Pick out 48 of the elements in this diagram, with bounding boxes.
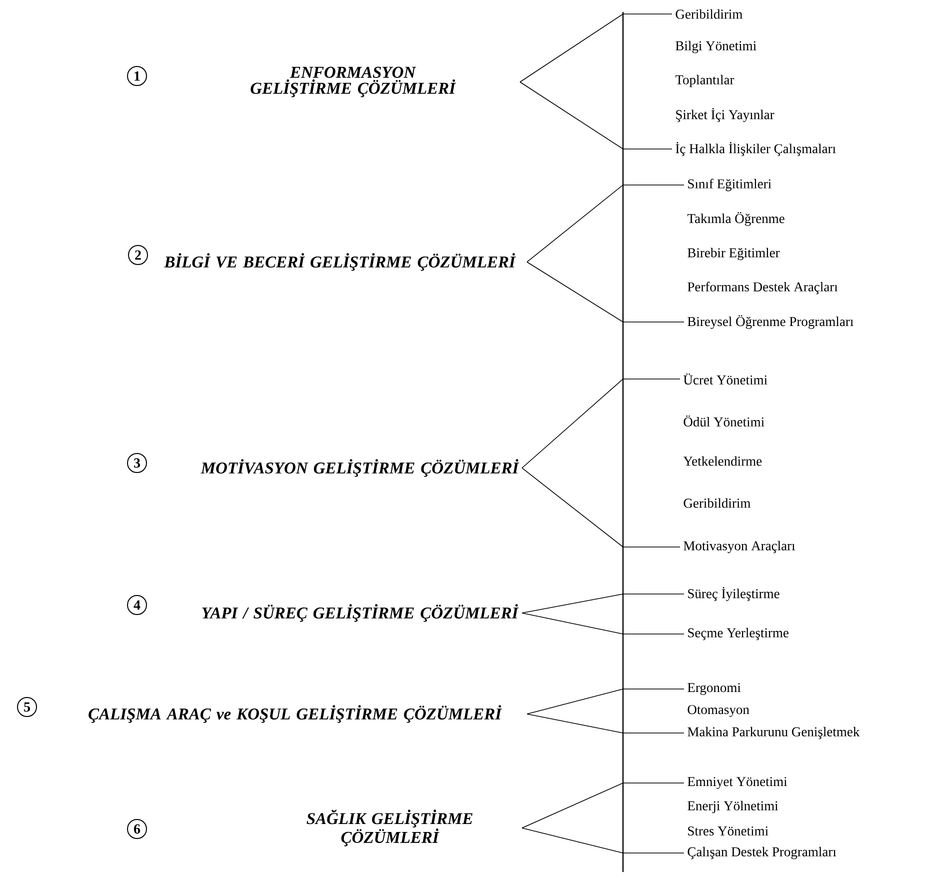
item-label: Bireysel Öğrenme Programları (688, 315, 854, 329)
item-label: Yetkelendirme (683, 456, 762, 466)
circled-number: 3 (127, 453, 147, 473)
category-label: MOTİVASYON GELİŞTİRME ÇÖZÜMLERİ (200, 459, 520, 477)
item-label: Çalışan Destek Programları (688, 846, 836, 860)
connector-line (520, 82, 672, 150)
connector-line (526, 714, 684, 734)
connector-line (526, 184, 684, 262)
item-label: Geribildirim (684, 498, 750, 508)
connector-line (526, 262, 684, 322)
item-label: Birebir Eğitimler (688, 248, 780, 260)
item-label: Performans Destek Araçları (688, 282, 838, 294)
item-label: Sınıf Eğitimleri (688, 178, 772, 192)
category-label: SAĞLIK GELİŞTİRME ÇÖZÜMLERİ (306, 810, 472, 846)
item-label: Geribildirim (676, 9, 742, 19)
item-label: Şirket İçi Yayınlar (676, 108, 774, 122)
category-label: ÇALIŞMA ARAÇ ve KOŞUL GELİŞTİRME ÇÖZÜMLERİ (88, 705, 502, 723)
connector-line (522, 612, 684, 634)
connector-line (522, 378, 680, 468)
item-label: Ücret Yönetimi (683, 373, 768, 385)
item-label: Otomasyon (688, 705, 750, 717)
item-label: Stres Yönetimi (688, 826, 768, 836)
connector-line (520, 14, 672, 82)
circled-number: 1 (127, 66, 147, 86)
item-label: Takımla Öğrenme (687, 212, 784, 226)
category-label: YAPI / SÜREÇ GELİŞTİRME ÇÖZÜMLERİ (202, 604, 519, 622)
connector-line (522, 594, 684, 614)
circled-number: 2 (128, 245, 148, 265)
circled-number: 4 (127, 595, 147, 615)
item-label: Ergonomi (688, 683, 741, 695)
circled-number: 5 (17, 697, 37, 717)
connector-line (526, 688, 684, 714)
item-label: Bilgi Yönetimi (676, 40, 756, 54)
item-label: Motivasyon Araçları (684, 540, 796, 554)
item-label: Toplantılar (675, 74, 734, 88)
connector-line (522, 468, 680, 548)
item-label: İç Halkla İlişkiler Çalışmaları (676, 142, 836, 156)
category-label: ENFORMASYON GELİŞTİRME ÇÖZÜMLERİ (250, 66, 456, 98)
item-label: Seçme Yerleştirme (688, 628, 788, 640)
item-label: Makina Parkurunu Genişletmek (688, 726, 860, 740)
category-label: BİLGİ VE BECERİ GELİŞTİRME ÇÖZÜMLERİ (164, 253, 516, 271)
item-label: Süreç İyileştirme (688, 586, 780, 602)
item-label: Ödül Yönetimi (684, 415, 764, 427)
item-label: Emniyet Yönetimi (688, 777, 788, 789)
item-label: Enerji Yölnetimi (688, 800, 778, 814)
connector-line (522, 782, 684, 828)
circled-number: 6 (127, 819, 147, 839)
connector-line (522, 828, 684, 854)
